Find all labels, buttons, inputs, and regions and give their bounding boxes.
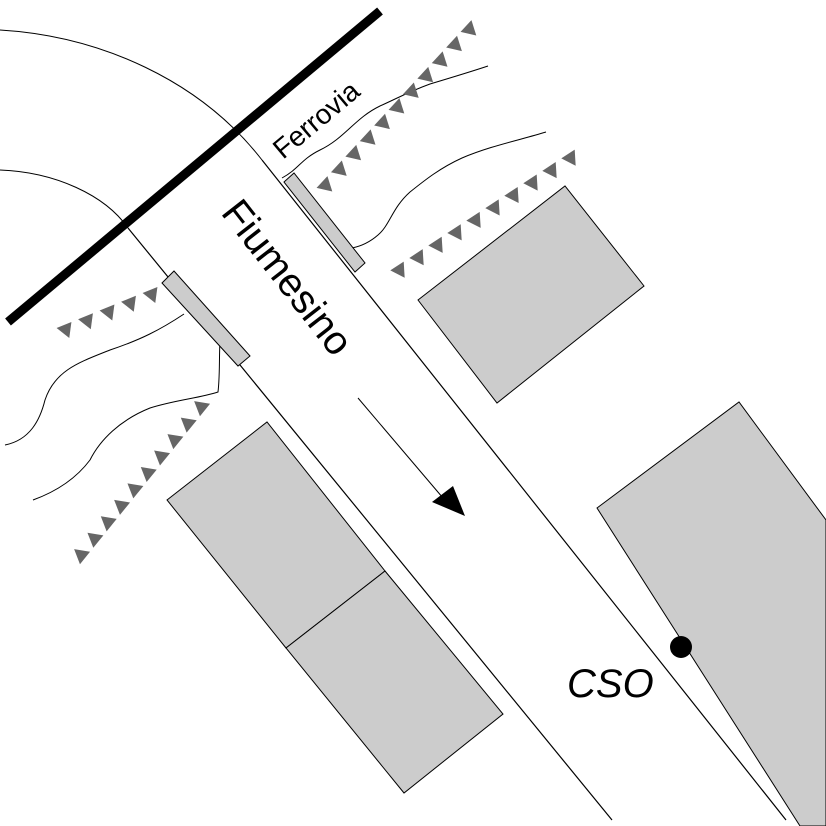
embankment-tooth (374, 113, 390, 130)
railway-line (5, 7, 383, 326)
embankment-tooth (330, 160, 347, 176)
embankment-tooth (127, 483, 144, 499)
contour-upper-right-2 (351, 131, 547, 249)
flow-arrow-shaft (357, 397, 444, 499)
embankment-tooth (359, 129, 376, 145)
embankment-tooth (446, 35, 462, 52)
river-right-bank (261, 159, 787, 821)
embankment-tooth (504, 186, 519, 204)
building-left-lower (285, 570, 504, 794)
embankment-tooth (390, 261, 405, 278)
embankment-tooth (409, 249, 424, 266)
embankment-tooth (417, 66, 434, 83)
building-right-large (596, 401, 826, 826)
cso-point-marker (670, 636, 692, 658)
embankment-tooth (431, 51, 448, 67)
embankment-tooth (114, 499, 131, 515)
contour-left-1 (4, 313, 185, 446)
embankment-tooth (402, 82, 419, 98)
embankment-tooth (460, 20, 477, 36)
embankment-tooth (561, 149, 576, 166)
embankment-tooth (447, 224, 462, 241)
embankment-tooth (142, 286, 158, 303)
embankment-tooth (56, 321, 72, 338)
embankment-tooth (167, 434, 184, 450)
embankment-tooth (466, 211, 481, 228)
embankment-tooth (100, 516, 117, 532)
embankment-hachures (56, 20, 576, 565)
embankment-tooth (78, 313, 93, 330)
flow-direction-arrow (432, 486, 465, 516)
embankment-tooth (154, 450, 171, 466)
embankment-tooth (180, 417, 197, 433)
embankment-tooth (316, 176, 333, 192)
cso-label: CSO (567, 662, 654, 706)
road-curve-lower (0, 169, 129, 229)
embankment-tooth (194, 401, 211, 417)
bridge-lower (161, 270, 251, 367)
contour-upper-right-1 (281, 65, 489, 179)
embankment-tooth (99, 304, 115, 321)
contour-left-2 (32, 339, 221, 501)
embankment-tooth (74, 549, 91, 565)
embankment-tooth (388, 98, 405, 114)
embankment-tooth (542, 162, 557, 179)
embankment-tooth (140, 466, 157, 482)
embankment-tooth (345, 144, 362, 161)
embankment-tooth (428, 236, 443, 253)
bridge-upper (283, 172, 366, 273)
embankment-tooth (523, 174, 538, 191)
embankment-tooth (121, 295, 136, 312)
embankment-tooth (87, 532, 104, 548)
embankment-tooth (485, 199, 500, 216)
building-upper-right (417, 185, 645, 404)
